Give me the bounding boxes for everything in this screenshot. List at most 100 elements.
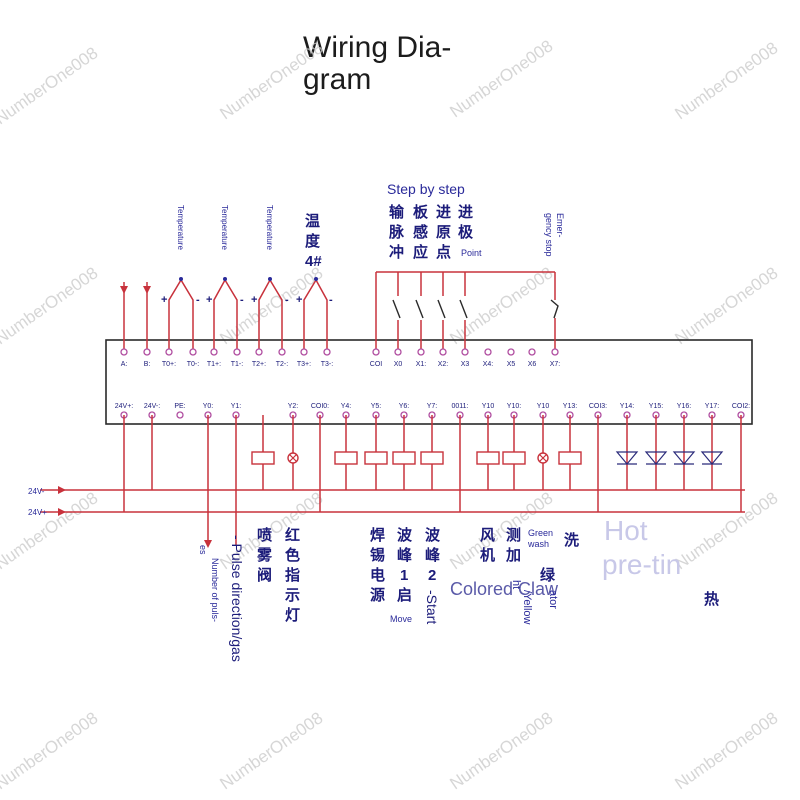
relay-coil [364,451,388,465]
svg-text:应: 应 [413,243,428,261]
terminal-label: Y10 [482,403,495,410]
terminal-label: X5 [507,361,516,368]
svg-text:电: 电 [370,566,385,584]
svg-text:源: 源 [370,586,385,604]
output-labels: 喷 雾 阀 红 色 指 示 灯 焊 锡 电 源 波 峰 1 启 波 峰 2 风 … [256,526,719,624]
start-label: -Start [424,590,440,624]
terminal-label: Y4: [341,403,352,410]
terminal-screw [189,348,197,356]
svg-text:加: 加 [505,547,521,564]
watermark: NumberOne008 [671,38,781,123]
terminal-label: Y15: [649,403,663,410]
terminal-label: 24V-: [144,403,160,410]
svg-text:红: 红 [285,526,300,544]
terminal-screw [278,348,286,356]
bus-pos-label: 24V+ [28,508,47,517]
svg-text:脉: 脉 [388,223,405,241]
terminal-label: X7: [550,361,561,368]
svg-text:-: - [240,294,244,306]
sensor-label: Temperature [220,205,229,250]
yellow-label-2: /Yellow [521,590,533,625]
terminal-screw [323,348,331,356]
green-wash-label-1: Green [528,528,553,538]
terminal-screw [439,348,447,356]
svg-text:锡: 锡 [370,546,385,564]
terminal-label: A: [121,361,128,368]
terminal-screw [143,348,151,356]
input-labels: 输 脉 冲 板 感 应 进 原 点 进 极 [388,203,474,261]
svg-text:原: 原 [436,224,451,241]
pulse-count-label-2: es [198,545,208,555]
indicator-label: ator [547,590,559,609]
terminal-label: COI [370,361,383,368]
terminal-label: X1: [416,361,427,368]
watermark: NumberOne008 [671,263,781,348]
svg-text:进: 进 [458,204,473,221]
watermark: NumberOne008 [446,36,556,121]
svg-text:启: 启 [397,586,412,604]
terminal-label: T0-: [187,361,200,368]
svg-text:+: + [161,294,167,306]
relay-coil [392,451,416,465]
terminal-label: X4: [483,361,494,368]
emergency-stop-label-1: Emer- [555,213,565,238]
terminal-label: PE: [174,403,185,410]
svg-text:风: 风 [480,527,495,544]
terminal-label: T2+: [252,361,266,368]
relay-coil [502,451,526,465]
watermark: NumberOne008 [216,38,326,123]
svg-text:冲: 冲 [389,243,404,261]
plc-body [105,339,753,425]
terminal-label: T3-: [321,361,334,368]
terminal-label: T0+: [162,361,176,368]
terminal-label: T3+: [297,361,311,368]
relay-coil [334,451,358,465]
terminal-label: Y10 [537,403,550,410]
svg-text:峰: 峰 [425,546,441,564]
svg-text:波: 波 [425,526,441,544]
watermark: NumberOne008 [671,488,781,573]
svg-text:感: 感 [413,223,428,241]
terminal-label: Y7: [427,403,438,410]
svg-text:雾: 雾 [256,546,273,564]
terminal-label: T2-: [276,361,289,368]
watermark: NumberOne008 [0,488,101,573]
svg-text:焊: 焊 [370,527,385,544]
terminal-screw [233,348,241,356]
output-devices [251,451,582,465]
sensor-label: Temperature [265,205,274,250]
terminal-label: Y1: [231,403,242,410]
step-by-step-label: Step by step [387,181,465,197]
terminal-label: 24V+: [115,403,134,410]
watermark: NumberOne008 [0,708,101,793]
terminal-label: Y10: [507,403,521,410]
polarity-marks: +- +- +- +- [161,294,333,306]
terminal-label: 0011: [452,403,469,410]
temp4-label: 温 度 4# [305,213,322,270]
watermark: NumberOne008 [216,263,326,348]
terminal-label: Y16: [677,403,691,410]
relay-coil [476,451,500,465]
terminal-label: Y0: [203,403,214,410]
svg-text:示: 示 [285,587,300,604]
terminal-label: Y6: [399,403,410,410]
terminal-screw [300,348,308,356]
svg-text:极: 极 [458,223,474,241]
bus-arrows [58,486,212,548]
svg-text:喷: 喷 [257,527,272,544]
svg-text:板: 板 [413,203,429,221]
svg-text:绿: 绿 [540,566,556,584]
terminal-label: COI2: [732,403,750,410]
svg-text:灯: 灯 [285,607,300,624]
svg-text:+: + [251,294,257,306]
svg-text:+: + [206,294,212,306]
terminal-screw [372,348,380,356]
watermark: NumberOne008 [671,708,781,793]
terminal-screw [165,348,173,356]
watermark: NumberOne008 [0,43,101,128]
title-line-2: gram [303,63,372,96]
terminal-label: X6 [528,361,537,368]
svg-text:2: 2 [428,567,436,584]
